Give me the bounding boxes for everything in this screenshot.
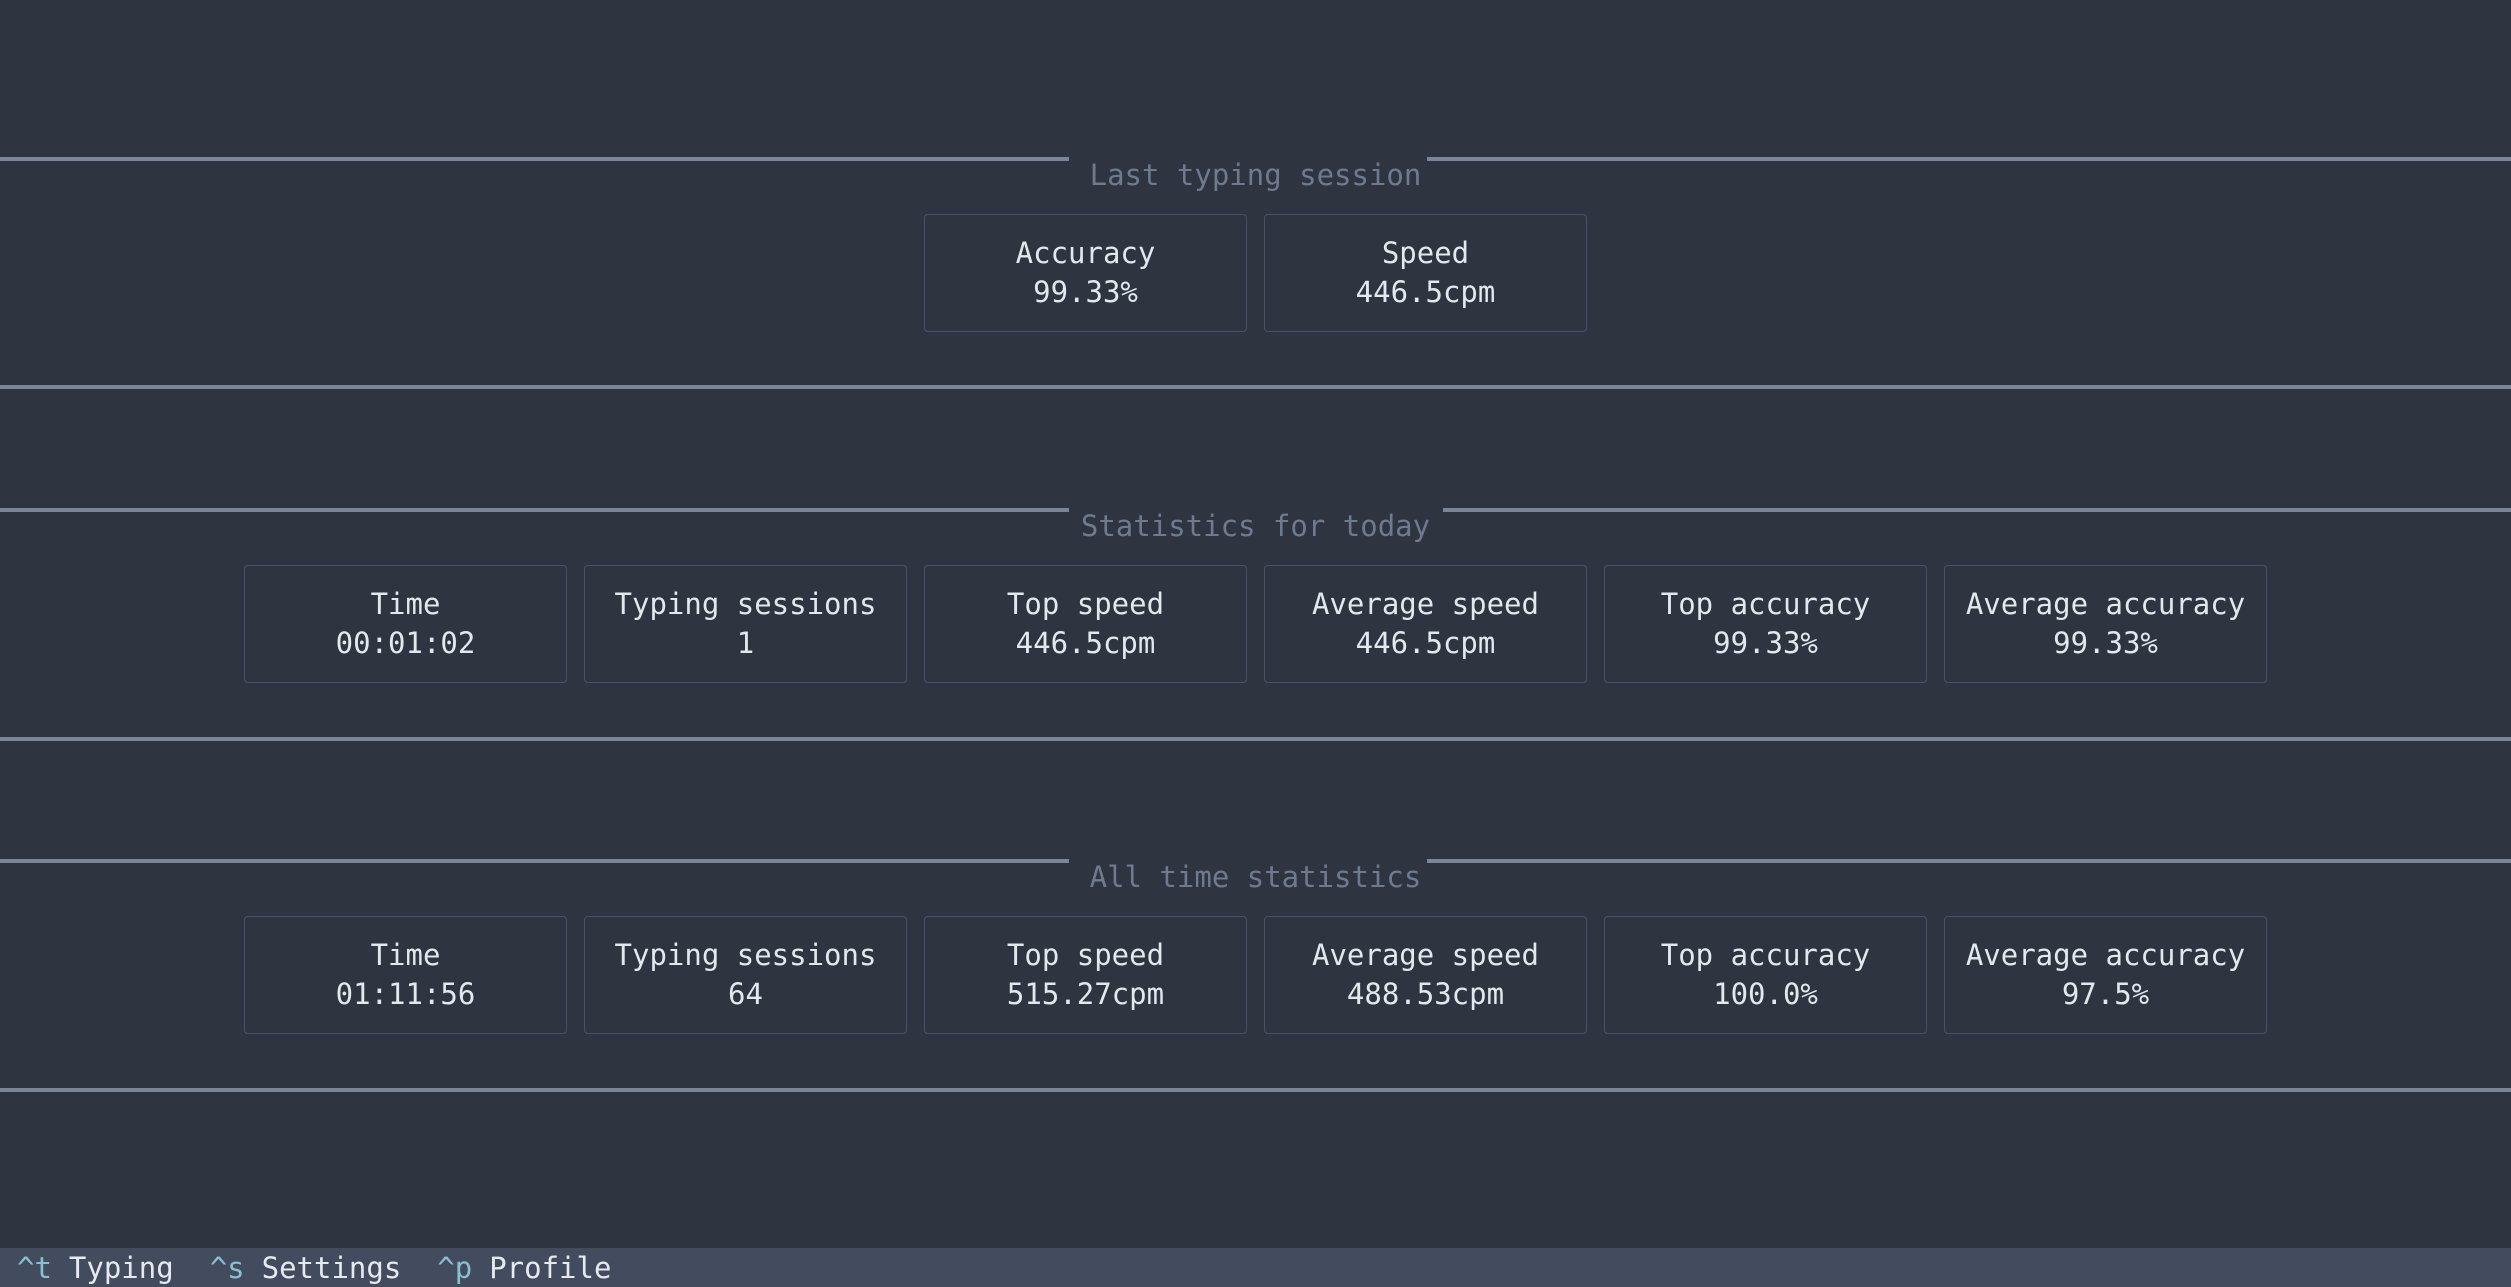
statusbar-typing-shortcut[interactable]: ^t Typing [17, 1251, 174, 1285]
section-top-rule-right [1427, 859, 2511, 863]
today-section: Statistics for today Time 00:01:02 Typin… [0, 508, 2511, 744]
section-top-rule-left [0, 508, 1069, 512]
stat-card-average-accuracy: Average accuracy 99.33% [1944, 565, 2267, 683]
stat-label: Typing sessions [614, 587, 877, 621]
section-top-rule-left [0, 157, 1069, 161]
stat-value: 01:11:56 [335, 977, 476, 1011]
stat-card-accuracy: Accuracy 99.33% [924, 214, 1247, 332]
stat-cards: Time 01:11:56 Typing sessions 64 Top spe… [0, 916, 2511, 1034]
stat-value: 1 [736, 626, 755, 660]
shortcut-key: ^p [437, 1250, 473, 1285]
stat-label: Top speed [1006, 587, 1165, 621]
shortcut-label: Typing [68, 1250, 174, 1285]
stat-label: Average speed [1312, 938, 1539, 972]
stat-value: 515.27cpm [1006, 977, 1165, 1011]
section-title: All time statistics [1089, 860, 1422, 894]
statusbar-settings-shortcut[interactable]: ^s Settings [210, 1251, 402, 1285]
stat-value: 99.33% [2053, 626, 2158, 660]
stat-label: Top accuracy [1660, 587, 1871, 621]
stat-card-top-accuracy: Top accuracy 100.0% [1604, 916, 1927, 1034]
stat-card-average-accuracy: Average accuracy 97.5% [1944, 916, 2267, 1034]
section-bottom-rule [0, 1088, 2511, 1092]
status-bar: ^t Typing ^s Settings ^p Profile [0, 1248, 2511, 1287]
stat-value: 00:01:02 [335, 626, 476, 660]
stat-label: Average accuracy [1965, 587, 2246, 621]
shortcut-label: Profile [489, 1250, 612, 1285]
last-session-section: Last typing session Accuracy 99.33% Spee… [0, 157, 2511, 393]
stat-label: Top accuracy [1660, 938, 1871, 972]
shortcut-key: ^t [17, 1250, 52, 1285]
shortcut-key: ^s [209, 1250, 245, 1285]
stat-label: Speed [1381, 236, 1470, 270]
stat-label: Typing sessions [614, 938, 877, 972]
stat-card-time: Time 00:01:02 [244, 565, 567, 683]
stat-cards: Accuracy 99.33% Speed 446.5cpm [0, 214, 2511, 332]
stat-value: 97.5% [2061, 977, 2150, 1011]
section-title: Statistics for today [1080, 509, 1431, 543]
stat-value: 446.5cpm [1355, 626, 1496, 660]
stat-value: 99.33% [1033, 275, 1138, 309]
section-bottom-rule [0, 385, 2511, 389]
stat-label: Average accuracy [1965, 938, 2246, 972]
stat-card-average-speed: Average speed 446.5cpm [1264, 565, 1587, 683]
stat-card-typing-sessions: Typing sessions 1 [584, 565, 907, 683]
stat-label: Average speed [1312, 587, 1539, 621]
stat-cards: Time 00:01:02 Typing sessions 1 Top spee… [0, 565, 2511, 683]
stat-card-time: Time 01:11:56 [244, 916, 567, 1034]
statusbar-profile-shortcut[interactable]: ^p Profile [437, 1251, 611, 1285]
section-top-rule-left [0, 859, 1069, 863]
section-bottom-rule [0, 737, 2511, 741]
section-top-rule-right [1443, 508, 2511, 512]
all-time-section: All time statistics Time 01:11:56 Typing… [0, 859, 2511, 1095]
stat-card-top-speed: Top speed 446.5cpm [924, 565, 1247, 683]
stat-label: Accuracy [1015, 236, 1156, 270]
stat-value: 64 [728, 977, 763, 1011]
stat-label: Time [370, 938, 441, 972]
stat-label: Top speed [1006, 938, 1165, 972]
stat-card-top-speed: Top speed 515.27cpm [924, 916, 1247, 1034]
stat-value: 446.5cpm [1355, 275, 1496, 309]
shortcut-label: Settings [261, 1250, 402, 1285]
stat-label: Time [370, 587, 441, 621]
section-top-rule-right [1427, 157, 2511, 161]
stat-value: 100.0% [1713, 977, 1818, 1011]
stat-value: 488.53cpm [1346, 977, 1505, 1011]
section-title: Last typing session [1089, 158, 1422, 192]
stat-card-average-speed: Average speed 488.53cpm [1264, 916, 1587, 1034]
stat-card-top-accuracy: Top accuracy 99.33% [1604, 565, 1927, 683]
stat-value: 446.5cpm [1015, 626, 1156, 660]
stat-value: 99.33% [1713, 626, 1818, 660]
stat-card-speed: Speed 446.5cpm [1264, 214, 1587, 332]
stat-card-typing-sessions: Typing sessions 64 [584, 916, 907, 1034]
